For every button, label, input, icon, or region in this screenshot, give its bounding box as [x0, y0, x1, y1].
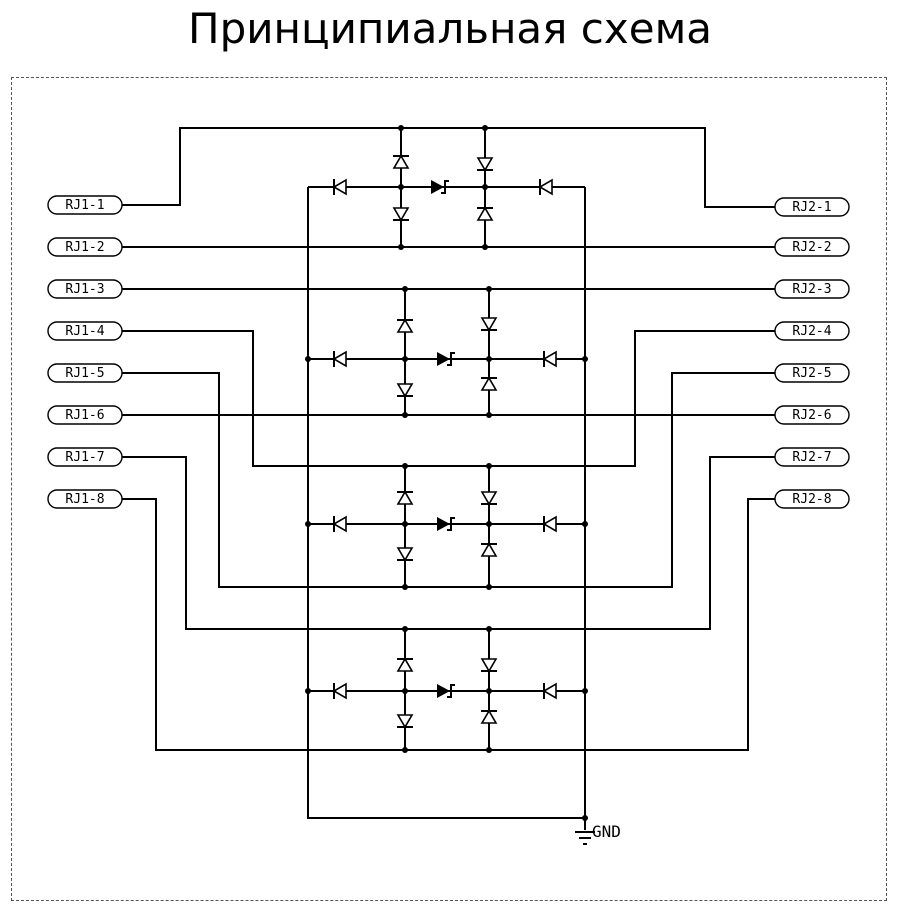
diagram-frame [11, 77, 887, 901]
right-pin-7: RJ2-7 [774, 447, 850, 467]
right-pin-1: RJ2-1 [774, 197, 850, 217]
protection-block-4 [305, 626, 588, 753]
left-pins: RJ1-1 RJ1-2 RJ1-3 RJ1-4 RJ1-5 RJ1-6 RJ1-… [47, 195, 123, 509]
right-pin-label: RJ2-2 [792, 240, 831, 255]
left-pin-label: RJ1-6 [65, 408, 104, 423]
protection-block-2 [305, 286, 588, 418]
left-pin-3: RJ1-3 [47, 279, 123, 299]
left-pin-label: RJ1-3 [65, 282, 104, 297]
right-pin-5: RJ2-5 [774, 363, 850, 383]
left-pin-4: RJ1-4 [47, 321, 123, 341]
left-pin-8: RJ1-8 [47, 489, 123, 509]
right-pin-label: RJ2-5 [792, 366, 831, 381]
left-pin-label: RJ1-4 [65, 324, 104, 339]
right-pin-label: RJ2-8 [792, 492, 831, 507]
left-pin-label: RJ1-2 [65, 240, 104, 255]
diagram-title: Принципиальная схема [188, 4, 712, 53]
protection-block-1 [308, 125, 585, 250]
right-pin-4: RJ2-4 [774, 321, 850, 341]
right-pin-label: RJ2-3 [792, 282, 831, 297]
right-pin-3: RJ2-3 [774, 279, 850, 299]
right-pin-label: RJ2-6 [792, 408, 831, 423]
left-pin-label: RJ1-1 [65, 198, 104, 213]
left-pin-label: RJ1-5 [65, 366, 104, 381]
right-pin-label: RJ2-1 [792, 200, 831, 215]
left-pin-6: RJ1-6 [47, 405, 123, 425]
right-pin-2: RJ2-2 [774, 237, 850, 257]
left-pin-5: RJ1-5 [47, 363, 123, 383]
protection-block-3 [305, 463, 588, 590]
left-pin-2: RJ1-2 [47, 237, 123, 257]
gnd-label: GND [592, 822, 621, 841]
left-pin-label: RJ1-7 [65, 450, 104, 465]
right-pin-6: RJ2-6 [774, 405, 850, 425]
left-pin-label: RJ1-8 [65, 492, 104, 507]
left-pin-7: RJ1-7 [47, 447, 123, 467]
right-pins: RJ2-1 RJ2-2 RJ2-3 RJ2-4 RJ2-5 RJ2-6 RJ2-… [774, 197, 850, 509]
right-pin-8: RJ2-8 [774, 489, 850, 509]
right-pin-label: RJ2-4 [792, 324, 831, 339]
wires [122, 127, 775, 845]
gnd-junction [582, 815, 588, 821]
right-pin-label: RJ2-7 [792, 450, 831, 465]
left-pin-1: RJ1-1 [47, 195, 123, 215]
